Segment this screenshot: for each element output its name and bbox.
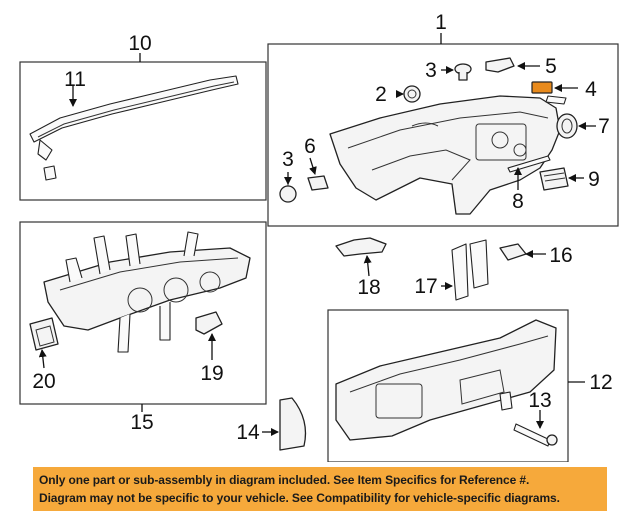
callout-3-left: 3	[282, 148, 294, 171]
callout-2: 2	[375, 83, 387, 106]
callout-17: 17	[414, 275, 437, 298]
disclaimer-line-1: Only one part or sub-assembly in diagram…	[39, 473, 530, 487]
callout-1: 1	[435, 11, 447, 34]
leader-lines	[38, 33, 596, 436]
bracket-part-18	[335, 237, 387, 257]
callout-7: 7	[598, 115, 610, 138]
vent-ring-part-7	[556, 113, 578, 139]
lower-panel-part	[335, 319, 557, 441]
bracket-part-17	[451, 239, 489, 301]
disclaimer-banner: Only one part or sub-assembly in diagram…	[33, 467, 607, 511]
callout-9: 9	[588, 168, 600, 191]
callout-5: 5	[545, 55, 557, 78]
clip-part-3-top	[454, 63, 472, 81]
disclaimer-line-2: Diagram may not be specific to your vehi…	[39, 491, 560, 505]
pad-part-4-secondary	[545, 95, 567, 105]
clip-part-6	[307, 175, 329, 191]
callout-18: 18	[357, 276, 380, 299]
bracket-part-20	[29, 317, 59, 351]
parts-diagram: 1 2 3 4 5 7 3 6 9 8 10 11 16 17 18 12 13…	[19, 11, 619, 462]
callout-4: 4	[585, 78, 597, 101]
fastener-part-13	[499, 391, 558, 447]
callout-6: 6	[304, 135, 316, 158]
instrument-panel-part	[329, 95, 561, 215]
cover-part-14	[279, 397, 307, 451]
bracket-part-5	[485, 57, 515, 73]
group-box-1	[267, 43, 619, 227]
callout-12: 12	[589, 371, 612, 394]
group-box-12	[327, 309, 569, 462]
group-box-10	[19, 61, 267, 201]
callout-3-top: 3	[425, 59, 437, 82]
callout-13: 13	[528, 389, 551, 412]
grommet-part-2	[403, 85, 421, 103]
mount-part-19	[195, 311, 223, 335]
callout-11: 11	[64, 68, 86, 91]
callout-14: 14	[236, 421, 260, 444]
air-vent-part-9	[539, 167, 569, 191]
highlighted-part-4	[531, 81, 553, 94]
callout-10: 10	[128, 32, 151, 55]
callout-20: 20	[32, 370, 55, 393]
callout-15: 15	[130, 411, 153, 434]
callout-19: 19	[200, 362, 223, 385]
clip-part-16	[499, 243, 527, 261]
group-box-15	[19, 221, 267, 405]
callout-16: 16	[549, 244, 572, 267]
cross-car-beam-part	[43, 231, 251, 353]
callout-8: 8	[512, 190, 524, 213]
windshield-trim-part	[29, 75, 239, 181]
